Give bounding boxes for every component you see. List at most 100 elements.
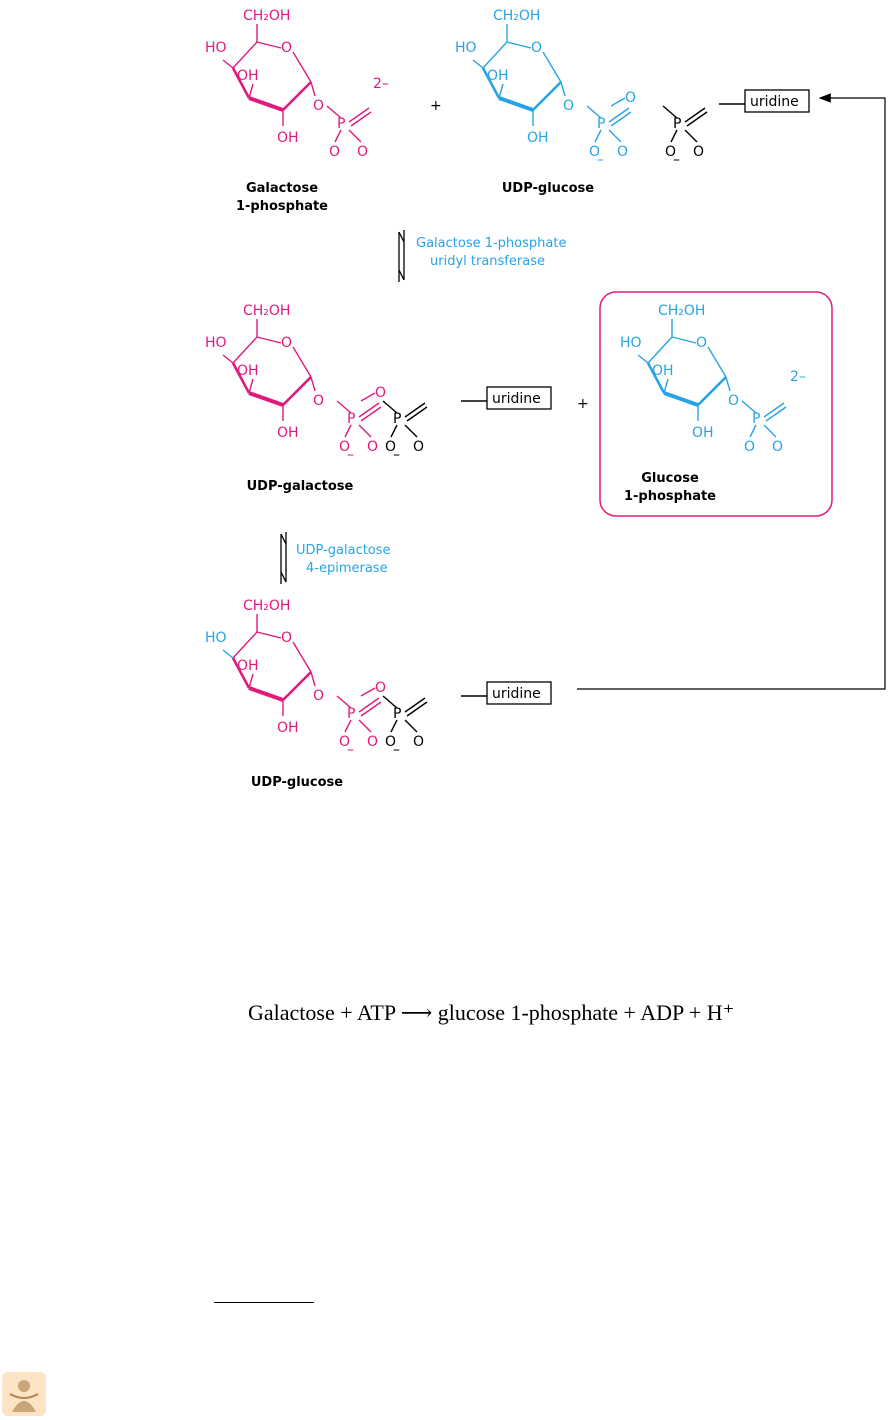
bond <box>610 97 626 107</box>
charge-2minus: 2– <box>790 369 806 385</box>
uridine-label: uridine <box>492 686 541 702</box>
bond <box>647 336 673 364</box>
ring-bond-bold <box>481 67 501 99</box>
ch2oh-group: CH₂OH <box>243 598 290 614</box>
ring-bond-bold <box>282 81 312 111</box>
bond <box>232 336 258 364</box>
ch2oh-group: CH₂OH <box>243 8 290 24</box>
ring-bond-bold <box>282 671 312 701</box>
bond <box>292 51 312 83</box>
bond <box>348 107 370 123</box>
phosphate-oxygen: O <box>385 439 396 455</box>
phosphate-oxygen: O <box>329 144 340 160</box>
anomeric-oxygen: O <box>313 98 324 114</box>
uridine-label: uridine <box>492 391 541 407</box>
bond <box>292 346 312 378</box>
ring-bond-bold <box>498 96 534 112</box>
ring-bond-bold <box>231 362 251 394</box>
phosphorus: P <box>752 411 760 427</box>
bond <box>663 378 669 394</box>
bond <box>608 107 630 123</box>
ring-bond-bold <box>532 81 562 111</box>
bond <box>404 697 426 713</box>
bond <box>350 111 372 127</box>
hydroxyl-c3: OH <box>237 363 259 379</box>
hydroxyl-c4: HO <box>205 40 227 56</box>
phosphate-oxygen: O <box>339 439 350 455</box>
bond <box>248 673 254 689</box>
phosphate-oxygen: O <box>772 439 783 455</box>
uridine-box <box>486 386 552 410</box>
bond <box>406 701 428 717</box>
bond <box>662 105 678 119</box>
ch2oh-group: CH₂OH <box>493 8 540 24</box>
phosphorus: P <box>337 116 345 132</box>
ring-oxygen: O <box>281 40 292 56</box>
bond <box>586 105 602 119</box>
phosphate-oxygen: O <box>357 144 368 160</box>
hydroxyl-c2: OH <box>692 425 714 441</box>
bond <box>344 424 352 438</box>
bond <box>334 129 342 143</box>
plus-sign-2: + <box>577 396 589 412</box>
hydroxyl-c3: OH <box>652 363 674 379</box>
hydroxyl-c3: OH <box>487 68 509 84</box>
phosphorus: P <box>393 411 401 427</box>
bond <box>222 649 234 659</box>
equilibrium-arrow-1 <box>398 230 405 282</box>
bond <box>248 83 254 99</box>
anomeric-oxygen: O <box>563 98 574 114</box>
uridine-box <box>486 681 552 705</box>
uridine-label: uridine <box>750 94 799 110</box>
phosphate-oxygen: O <box>385 734 396 750</box>
ring-bond-bold <box>248 686 284 702</box>
bond <box>610 111 632 127</box>
bond <box>358 424 372 438</box>
ring-bond-bold <box>248 391 284 407</box>
label-udp-glucose-bottom: UDP-glucose <box>251 775 343 790</box>
bond <box>348 129 362 143</box>
bond <box>707 346 727 378</box>
bond <box>358 697 380 713</box>
bond <box>684 129 698 143</box>
ring-oxygen: O <box>281 630 292 646</box>
net-reaction-equation: Galactose + ATP ⟶ glucose 1-phosphate + … <box>248 1000 734 1025</box>
bridge-oxygen: O <box>375 680 386 696</box>
bond <box>560 81 566 97</box>
bond <box>360 687 376 697</box>
bond <box>404 424 418 438</box>
phosphorus: P <box>347 706 355 722</box>
bond <box>498 83 504 99</box>
bond <box>684 107 706 123</box>
hydroxyl-c2: OH <box>277 720 299 736</box>
bridge-oxygen: O <box>625 90 636 106</box>
ring-oxygen: O <box>531 40 542 56</box>
bond <box>360 406 382 422</box>
ring-oxygen: O <box>696 335 707 351</box>
bond <box>608 129 622 143</box>
phosphate-oxygen: O <box>589 144 600 160</box>
bond <box>358 402 380 418</box>
phosphate-oxygen: O <box>693 144 704 160</box>
negative-charge: – <box>347 447 354 463</box>
bond <box>637 354 649 364</box>
label-udp-glucose-top: UDP-glucose <box>502 181 594 196</box>
ch2oh-group: CH₂OH <box>243 303 290 319</box>
phosphate-oxygen: O <box>617 144 628 160</box>
enzyme-transferase-line2: uridyl transferase <box>430 254 545 269</box>
bond <box>686 111 708 127</box>
hydroxyl-c2: OH <box>527 130 549 146</box>
bond <box>390 719 398 733</box>
hydroxyl-c3: OH <box>237 68 259 84</box>
bond <box>763 424 777 438</box>
label-glucose-1-phosphate: 1-phosphate <box>624 489 716 504</box>
bond <box>406 406 428 422</box>
bond <box>326 105 342 119</box>
phosphorus: P <box>597 116 605 132</box>
bond <box>594 129 602 143</box>
bond <box>765 406 787 422</box>
hydroxyl-c4: HO <box>205 335 227 351</box>
bond <box>741 400 757 414</box>
bond <box>725 376 731 392</box>
